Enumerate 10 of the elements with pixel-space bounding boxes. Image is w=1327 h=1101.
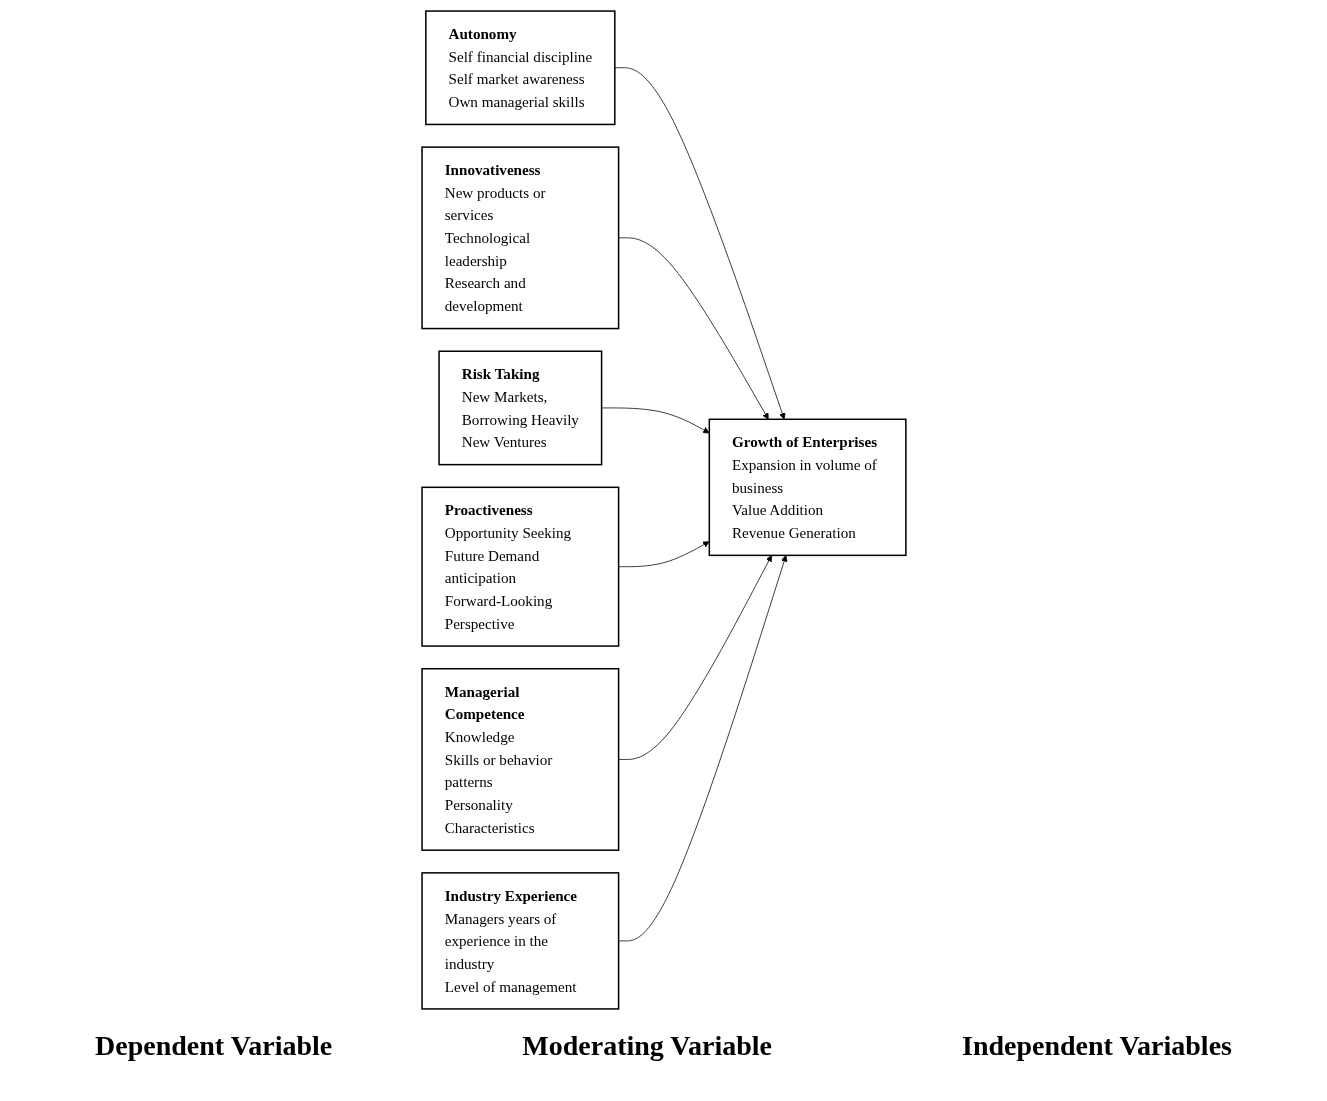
variable-caption: Moderating Variable: [522, 1030, 772, 1062]
variable-caption: Dependent Variable: [95, 1030, 333, 1062]
node-box: Autonomy Self financial discipline Self market awareness Own managerial skills: [424, 10, 616, 126]
node-box: Proactiveness Opportunity Seeking Future Demand anticipation Forward-Looking Perspective: [420, 486, 619, 647]
node-box: Growth of Enterprises Expansion in volume of business Value Addition Revenue Generation: [708, 418, 907, 557]
variable-caption: Independent Variables: [962, 1030, 1232, 1062]
node-box: Managerial Competence Knowledge Skills or behavior patterns Personality Characteristics: [420, 668, 619, 851]
node-box: Industry Experience Managers years of experience in the industry Level of management: [420, 872, 619, 1010]
node-box: Innovativeness New products or services Technological leadership Research and development: [420, 146, 619, 330]
node-box: Risk Taking New Markets, Borrowing Heavily New Ventures: [437, 350, 602, 466]
